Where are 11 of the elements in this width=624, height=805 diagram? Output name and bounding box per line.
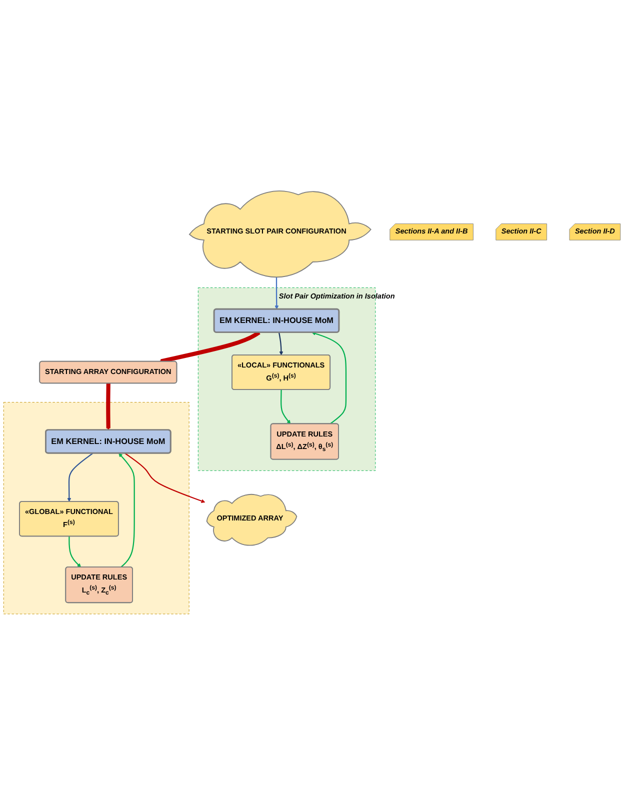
arrow: [280, 390, 291, 424]
arrow: [106, 383, 110, 430]
arrow: [278, 332, 284, 356]
arrow: [274, 274, 279, 310]
arrow: [68, 536, 82, 568]
arrow: [159, 330, 260, 364]
cluster: [3, 402, 190, 614]
arrow: [124, 452, 206, 503]
arrow: [67, 452, 94, 502]
arrow: [312, 332, 347, 424]
arrow: [118, 453, 135, 568]
